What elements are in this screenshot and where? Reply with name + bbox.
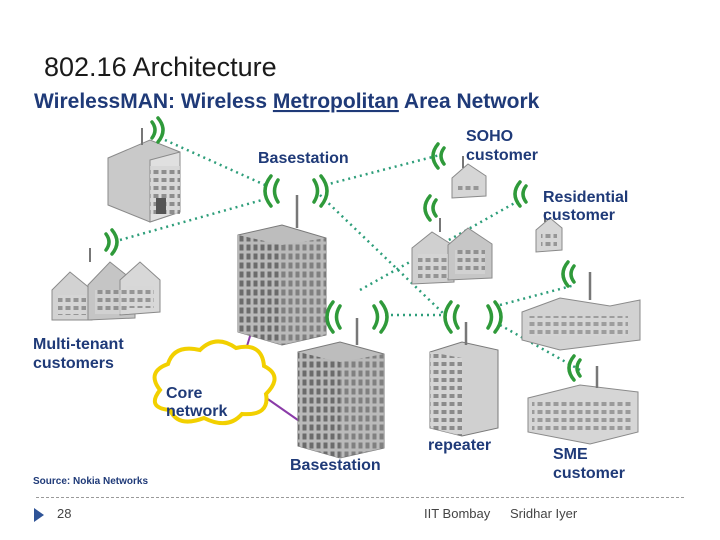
source-note: Source: Nokia Networks [33,476,148,487]
link-multitenant-to-bs1 [119,198,263,242]
heading-part-1: WirelessMAN: Wireless [34,90,273,113]
wave-office [150,116,165,144]
residential-label: Residential customer [543,189,633,224]
residential-house [535,212,563,253]
wirelessman-diagram: WirelessMAN: Wireless Metropolitan Area … [33,90,641,487]
core-network-label-line2: network [166,403,227,420]
wireless-links [119,138,581,372]
office-building [107,128,181,223]
diagram-heading: WirelessMAN: Wireless Metropolitan Area … [34,90,540,113]
wave-multitenant [104,228,119,256]
multi-tenant-label-line1: Multi-tenant [33,336,124,353]
sme-office-building [527,366,639,445]
core-network-label: Core network [166,385,227,420]
residential-label-line1: Residential [543,189,628,206]
repeater-tower [429,322,499,437]
footer-institution: IIT Bombay [424,506,491,521]
sme-label: SME customer [553,446,625,482]
multi-tenant-label-line2: customers [33,355,114,372]
factory-building [521,272,641,351]
link-office-to-bs1 [164,138,266,187]
radio-waves [104,116,582,382]
slide-title: 802.16 Architecture [44,52,277,82]
soho-label: SOHO customer [466,128,538,164]
soho-house [451,156,487,199]
multi-tenant-label: Multi-tenant customers [33,336,128,372]
soho-label-line1: SOHO [466,128,513,145]
page-number: 28 [57,506,72,521]
sme-label-line1: SME [553,446,588,463]
heading-part-2: Metropolitan [273,90,399,113]
core-network-cloud [152,339,277,426]
wave-bs1-left [263,174,280,208]
heading-part-3: Area Network [399,90,540,113]
multi-tenant-building [51,248,161,321]
wave-repeater-right [486,300,503,334]
basestation-tower-bottom [297,318,385,459]
bullet-arrow-icon [34,508,44,522]
link-repeater-to-smb [499,283,576,307]
wave-factory [561,260,576,288]
wave-residential [513,180,528,208]
core-network-label-line1: Core [166,385,203,402]
link-bs1-to-repeater [319,194,446,316]
wave-houses [423,194,438,222]
residential-label-line2: customer [543,207,615,224]
footer-divider [36,497,684,498]
basestation-tower-top [237,195,327,346]
wave-sme [567,354,582,382]
wave-bs1-right [312,174,329,208]
soho-label-line2: customer [466,147,538,164]
wave-bs2-right [372,300,389,334]
wave-repeater-left [443,300,460,334]
sme-label-line2: customer [553,465,625,482]
wave-bs2-left [325,300,342,334]
link-bs1-to-soho [324,153,441,187]
footer-author: Sridhar Iyer [510,506,578,521]
residential-houses [411,218,493,285]
basestation-bottom-label: Basestation [290,457,381,474]
basestation-top-label: Basestation [258,150,349,167]
wave-soho [431,142,446,170]
repeater-label: repeater [428,437,491,454]
